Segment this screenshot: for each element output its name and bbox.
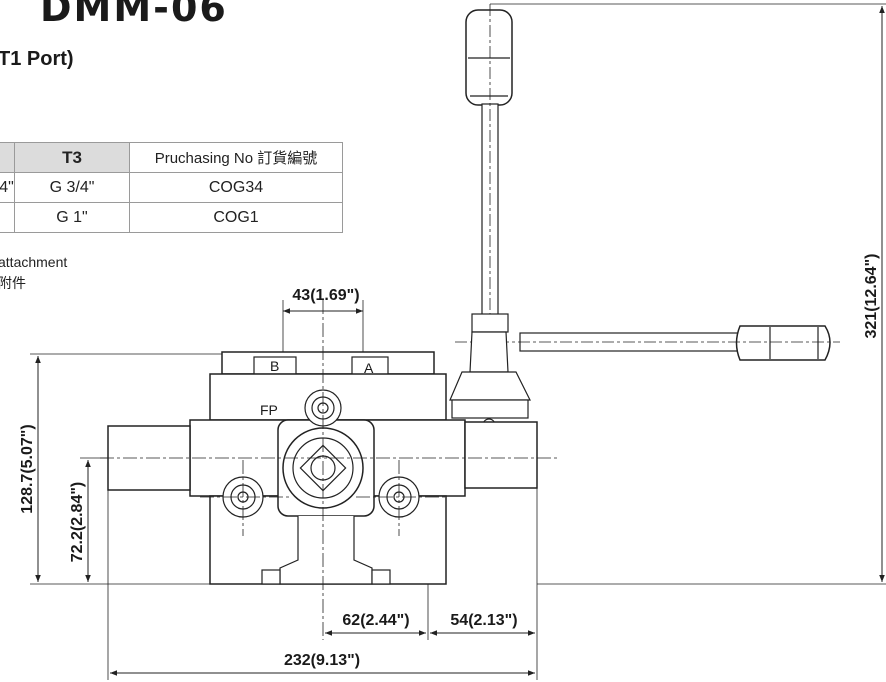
center-lines — [100, 300, 560, 640]
table-row: G 1" COG1 — [0, 202, 343, 233]
table-header-row: T3 Pruchasing No 訂貨編號 — [0, 142, 343, 173]
table-row: 4" G 3/4" COG34 — [0, 172, 343, 203]
port-a-label: A — [364, 360, 374, 376]
port-b-label: B — [270, 358, 279, 374]
table-header — [0, 142, 15, 173]
table-cell: COG1 — [129, 202, 343, 233]
page-subtitle: T1 Port) — [0, 48, 74, 70]
dim-center-height: 72.2(2.84") — [69, 482, 86, 563]
dim-total-width: 232(9.13") — [284, 652, 360, 669]
note-attachment-zh: 附件 — [0, 275, 26, 291]
lever-horizontal — [455, 325, 840, 361]
table-cell: 4" — [0, 172, 15, 203]
extension-lines — [30, 3, 886, 680]
table-cell: G 3/4" — [14, 172, 130, 203]
port-fp-label: FP — [260, 402, 278, 418]
dim-lever-height: 321(12.64") — [863, 254, 880, 339]
dim-total-height: 128.7(5.07") — [19, 424, 36, 513]
dim-offset-right: 54(2.13") — [450, 612, 517, 629]
table-cell: COG34 — [129, 172, 343, 203]
spec-table: T3 Pruchasing No 訂貨編號 4" G 3/4" COG34 G … — [0, 142, 343, 233]
note-attachment: attachment — [0, 254, 68, 270]
joystick-boot — [449, 313, 531, 432]
dim-top-width: 43(1.69") — [292, 287, 359, 304]
dim-offset-left: 62(2.44") — [342, 612, 409, 629]
lever-handle — [465, 4, 513, 330]
page-title: DMM-06 — [40, 0, 228, 30]
dimension-lines — [35, 5, 885, 676]
table-cell: G 1" — [14, 202, 130, 233]
